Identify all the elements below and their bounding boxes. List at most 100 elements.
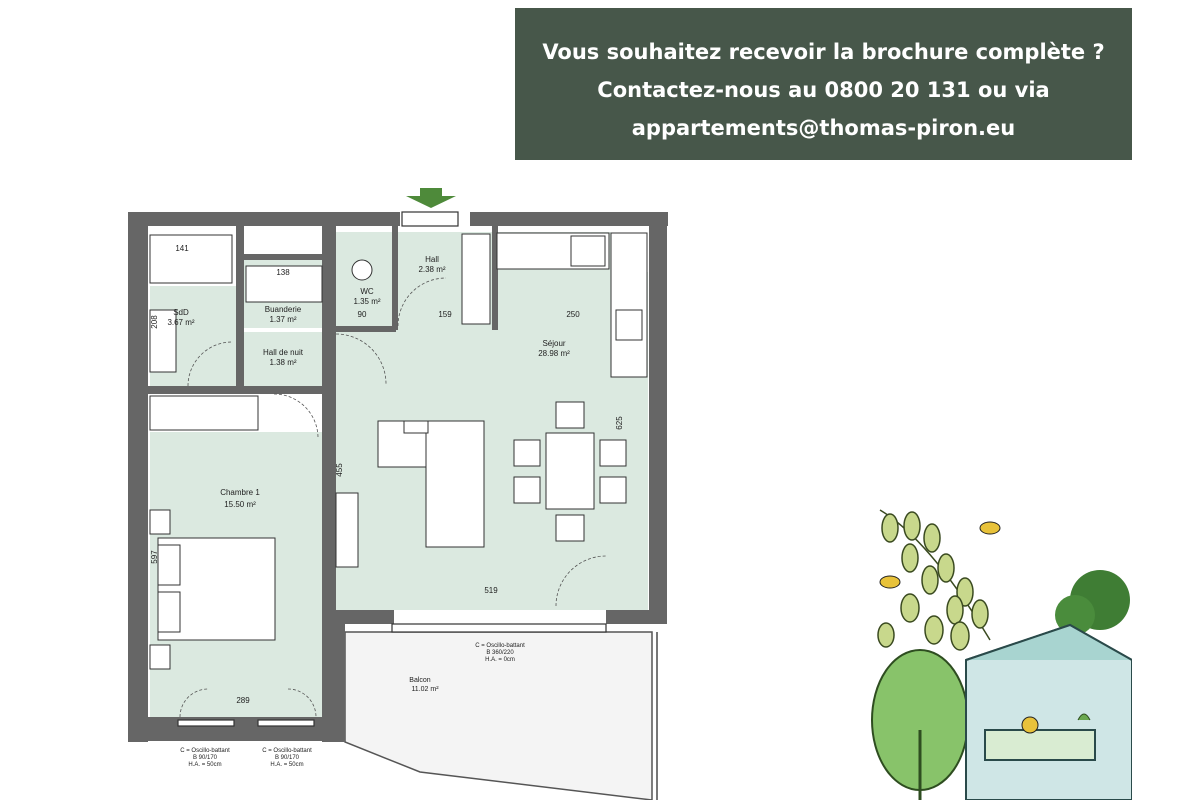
window-chambre-a — [177, 719, 235, 727]
toilet — [351, 259, 373, 281]
wardrobe — [149, 395, 259, 431]
window-spec-b-size: B 90/170 — [275, 755, 300, 761]
dim-sejour-depth: 625 — [615, 416, 624, 430]
window-spec-sejour-type: C = Oscillo-battant — [475, 643, 525, 649]
room-name-chambre: Chambre 1 — [220, 488, 260, 497]
tv-unit — [335, 492, 359, 568]
room-name-balcon: Balcon — [409, 677, 431, 684]
door-swing-window-a — [179, 688, 209, 718]
sofa-chaise — [425, 420, 485, 548]
window-spec-sejour-ha: H.A. = 0cm — [485, 657, 515, 663]
wall-bath-bottom — [148, 386, 323, 394]
wall-buand-top — [244, 254, 324, 260]
room-name-wc: WC — [360, 287, 374, 296]
floor-plan: SdD 3.67 m² Buanderie 1.37 m² WC 1.35 m²… — [128, 188, 668, 800]
dim-chambre-width: 289 — [236, 696, 250, 705]
room-area-buanderie: 1.37 m² — [269, 315, 296, 324]
room-area-sdd: 3.67 m² — [167, 318, 194, 327]
banner-line-email[interactable]: appartements@thomas-piron.eu — [631, 116, 1016, 140]
room-area-hall: 2.38 m² — [418, 265, 445, 274]
trees — [871, 570, 1130, 800]
window-spec-a-ha: H.A. = 50cm — [188, 762, 221, 768]
window-spec-b-ha: H.A. = 50cm — [270, 762, 303, 768]
banner-line-phone: Contactez-nous au 0800 20 131 ou via — [597, 78, 1050, 102]
room-labels: SdD 3.67 m² Buanderie 1.37 m² WC 1.35 m²… — [167, 255, 570, 693]
wall-right — [649, 212, 667, 622]
building-illustration — [871, 509, 1132, 800]
dim-laundry: 138 — [276, 268, 290, 277]
door-swing-hall — [397, 277, 447, 327]
wall-sejour-bottom — [336, 610, 394, 624]
walls — [128, 212, 668, 742]
door-swing-window-b — [287, 688, 317, 718]
wall-wc-bottom — [336, 326, 396, 332]
window-spec-a-size: B 90/170 — [193, 755, 218, 761]
bee-icon — [879, 521, 1001, 589]
sink — [615, 309, 643, 341]
pillow-1 — [157, 544, 181, 586]
window-specs: C = Oscillo-battant B 360/220 H.A. = 0cm… — [180, 643, 525, 768]
leaf-branch — [877, 509, 991, 651]
chair-left-2 — [513, 476, 541, 504]
room-name-hall: Hall — [425, 255, 439, 264]
wall-hall-right — [492, 226, 498, 330]
window-spec-sejour-size: B 360/220 — [486, 650, 514, 656]
glass-building — [965, 623, 1132, 800]
entrance-arrow — [406, 188, 456, 208]
dim-shower: 141 — [175, 244, 189, 253]
shower — [149, 234, 233, 284]
floor-halldenuit — [244, 332, 324, 388]
cooktop — [570, 235, 606, 267]
window-sejour — [391, 623, 607, 633]
dimension-labels: 141 138 208 90 159 250 625 455 519 597 2… — [150, 244, 624, 705]
entrance-door — [401, 211, 459, 227]
wall-left — [128, 212, 148, 742]
room-name-buanderie: Buanderie — [265, 305, 302, 314]
wall-hall-left — [392, 226, 398, 330]
room-name-sejour: Séjour — [542, 339, 565, 348]
door-swings — [179, 277, 607, 718]
chair-left-1 — [513, 439, 541, 467]
pillow-2 — [157, 591, 181, 633]
room-name-halldenuit: Hall de nuit — [263, 348, 304, 357]
sofa-seat — [403, 420, 429, 434]
chair-right-1 — [599, 439, 627, 467]
door-swing-sdd — [187, 341, 233, 387]
room-area-chambre: 15.50 m² — [224, 500, 256, 509]
window-chambre-b — [257, 719, 315, 727]
banner-line-brochure: Vous souhaitez recevoir la brochure comp… — [542, 40, 1105, 64]
nightstand-1 — [149, 509, 171, 535]
dining-table — [545, 432, 595, 510]
room-area-halldenuit: 1.38 m² — [269, 358, 296, 367]
kitchen-side — [610, 232, 648, 378]
wall-sejour-bottom-r — [606, 610, 667, 624]
window-spec-b-type: C = Oscillo-battant — [262, 748, 312, 754]
laundry — [245, 265, 323, 303]
dim-wc: 90 — [358, 310, 367, 319]
dim-sdd-depth: 208 — [150, 315, 159, 329]
dim-chambre-depth: 597 — [150, 550, 159, 564]
door-swing-chambre — [273, 393, 319, 439]
chair-bottom — [555, 514, 585, 542]
room-area-wc: 1.35 m² — [353, 297, 380, 306]
wall-bedroom-sejour — [322, 226, 336, 636]
wall-top-right — [470, 212, 668, 226]
windows — [177, 211, 607, 727]
dim-kitchen: 250 — [566, 310, 580, 319]
hall-closet — [461, 233, 491, 325]
room-area-balcon: 11.02 m² — [411, 686, 439, 693]
chair-right-2 — [599, 476, 627, 504]
chair-top — [555, 401, 585, 429]
window-spec-a-type: C = Oscillo-battant — [180, 748, 230, 754]
vanity — [149, 309, 177, 373]
contact-banner: Vous souhaitez recevoir la brochure comp… — [515, 8, 1132, 160]
room-area-sejour: 28.98 m² — [538, 349, 570, 358]
wall-top-left — [128, 212, 400, 226]
dim-wall-length: 455 — [335, 463, 344, 477]
furniture — [149, 232, 648, 670]
room-name-sdd: SdD — [173, 308, 189, 317]
wall-balcony-stub — [322, 622, 345, 742]
dim-sejour-width: 519 — [484, 586, 498, 595]
dim-hall: 159 — [438, 310, 452, 319]
wall-bath-right — [236, 226, 244, 390]
